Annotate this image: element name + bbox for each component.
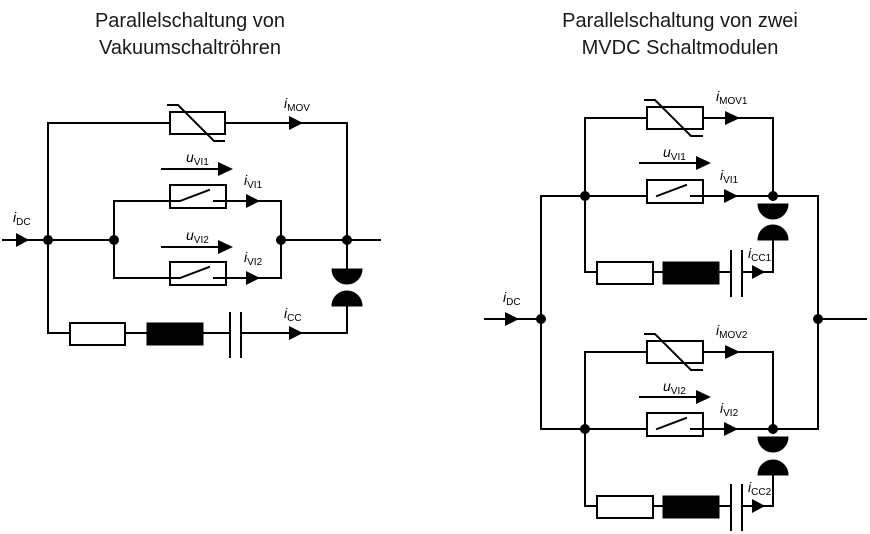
vacuum-interrupter-1 xyxy=(646,179,704,204)
current-arrow-icc1 xyxy=(752,265,765,279)
voltage-arrowhead xyxy=(696,156,711,170)
label-i-dc: iDC xyxy=(13,209,31,228)
label-i-mov: iMOV xyxy=(284,95,310,114)
spark-gap-lower xyxy=(331,290,363,307)
title-right-line1: Parallelschaltung von zwei xyxy=(562,10,798,32)
label-i-cc2: iCC2 xyxy=(748,479,772,498)
title-left: Parallelschaltung von Vakuumschaltröhren xyxy=(40,8,340,62)
inductor xyxy=(662,261,720,285)
inductor xyxy=(146,322,204,346)
switch-contact xyxy=(178,188,211,203)
current-arrow-ivi2 xyxy=(724,422,738,436)
current-arrow-imov1 xyxy=(725,111,740,125)
vacuum-interrupter-2 xyxy=(169,261,227,286)
spark-gap-upper xyxy=(757,203,789,220)
junction-node xyxy=(342,235,352,245)
voltage-arrowhead xyxy=(218,162,233,176)
varistor-mov xyxy=(169,111,226,135)
label-u-vi2: uVI2 xyxy=(186,227,209,246)
current-arrow-ivi1 xyxy=(724,189,738,203)
current-arrow-ivi1 xyxy=(246,194,260,208)
left-circuit: iDC iMOV uVI1 iVI1 xyxy=(2,95,381,358)
varistor-diagonal xyxy=(167,104,225,142)
label-i-vi2: iVI2 xyxy=(720,400,739,419)
label-i-cc: iCC xyxy=(284,305,302,324)
label-u-vi1: uVI1 xyxy=(186,149,209,168)
title-right-line2: MVDC Schaltmodulen xyxy=(581,37,779,59)
current-arrow-icc2 xyxy=(752,499,765,513)
title-left-line1: Parallelschaltung von xyxy=(94,10,286,32)
varistor-mov2 xyxy=(646,340,704,364)
resistor xyxy=(69,322,126,346)
switch-contact xyxy=(178,265,211,280)
current-arrow-imov2 xyxy=(725,345,740,359)
varistor-diagonal xyxy=(644,99,703,137)
varistor-mov1 xyxy=(646,106,704,130)
voltage-arrowhead xyxy=(696,390,711,404)
varistor-diagonal xyxy=(644,333,703,371)
module-2: iMOV2 uVI2 iVI2 iCC2 xyxy=(540,322,789,531)
label-i-dc: iDC xyxy=(503,289,521,308)
junction-node xyxy=(768,424,778,434)
label-i-vi1: iVI1 xyxy=(720,167,739,186)
title-left-line2: Vakuumschaltröhren xyxy=(99,37,281,59)
vacuum-interrupter-2 xyxy=(646,412,704,437)
current-arrow-imov xyxy=(289,116,303,130)
label-i-mov1: iMOV1 xyxy=(716,88,748,107)
current-arrow-ivi2 xyxy=(246,271,260,285)
label-i-vi2: iVI2 xyxy=(244,249,263,268)
right-circuit: iDC iMOV1 uVI1 xyxy=(484,88,867,531)
current-arrow-idc xyxy=(505,312,519,326)
vacuum-interrupter-1 xyxy=(169,184,227,209)
spark-gap-lower xyxy=(757,459,789,476)
current-arrow-icc xyxy=(289,326,303,340)
junction-node xyxy=(536,314,546,324)
resistor xyxy=(596,261,654,285)
label-i-vi1: iVI1 xyxy=(244,172,263,191)
inductor xyxy=(662,495,720,519)
label-i-mov2: iMOV2 xyxy=(716,322,748,341)
switch-contact xyxy=(655,183,688,198)
current-arrow-idc xyxy=(16,233,29,247)
module-1: iMOV1 uVI1 iVI1 iCC1 xyxy=(540,88,789,297)
switch-contact xyxy=(655,416,688,431)
title-right: Parallelschaltung von zwei MVDC Schaltmo… xyxy=(520,8,840,62)
spark-gap-upper xyxy=(331,268,363,285)
label-u-vi1: uVI1 xyxy=(663,144,686,163)
resistor xyxy=(596,495,654,519)
spark-gap-upper xyxy=(757,436,789,453)
label-i-cc1: iCC1 xyxy=(748,245,772,264)
label-u-vi2: uVI2 xyxy=(663,378,686,397)
spark-gap-lower xyxy=(757,224,789,241)
junction-node xyxy=(768,191,778,201)
voltage-arrowhead xyxy=(218,240,233,254)
